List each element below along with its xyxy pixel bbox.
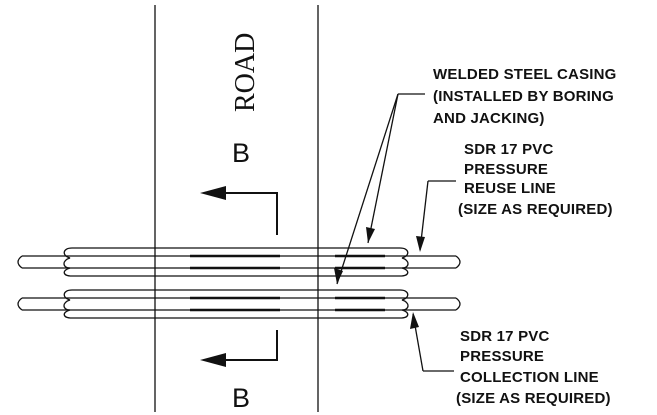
- road-label: ROAD: [230, 33, 261, 112]
- collection-callout-line-3: COLLECTION LINE: [460, 369, 599, 386]
- reuse-callout-line-3: REUSE LINE: [464, 180, 556, 197]
- collection-callout-line-4: (SIZE AS REQUIRED): [456, 390, 611, 407]
- collection-callout-line-2: PRESSURE: [460, 348, 544, 365]
- reuse-pipe: [17, 255, 461, 269]
- section-cut-top: [200, 186, 278, 235]
- collection-line-callout: SDR 17 PVC PRESSURE COLLECTION LINE (SIZ…: [456, 328, 611, 407]
- collection-leader: [410, 312, 454, 372]
- reuse-casing: [63, 247, 409, 277]
- reuse-callout-line-1: SDR 17 PVC: [464, 141, 554, 158]
- collection-callout-line-1: SDR 17 PVC: [460, 328, 550, 345]
- casing-callout-line-2: (INSTALLED BY BORING: [433, 88, 614, 105]
- collection-pipe: [17, 297, 461, 311]
- reuse-line-callout: SDR 17 PVC PRESSURE REUSE LINE (SIZE AS …: [458, 141, 613, 218]
- section-marker-top: B: [232, 138, 250, 168]
- casing-leader: [334, 93, 425, 285]
- casing-callout-line-3: AND JACKING): [433, 110, 545, 127]
- section-marker-bottom: B: [232, 383, 250, 413]
- collection-casing: [63, 289, 409, 319]
- reuse-leader: [416, 180, 456, 252]
- casing-callout: WELDED STEEL CASING (INSTALLED BY BORING…: [433, 66, 617, 127]
- reuse-callout-line-4: (SIZE AS REQUIRED): [458, 201, 613, 218]
- casing-callout-line-1: WELDED STEEL CASING: [433, 66, 617, 83]
- reuse-callout-line-2: PRESSURE: [464, 161, 548, 178]
- section-cut-bottom: [200, 330, 278, 367]
